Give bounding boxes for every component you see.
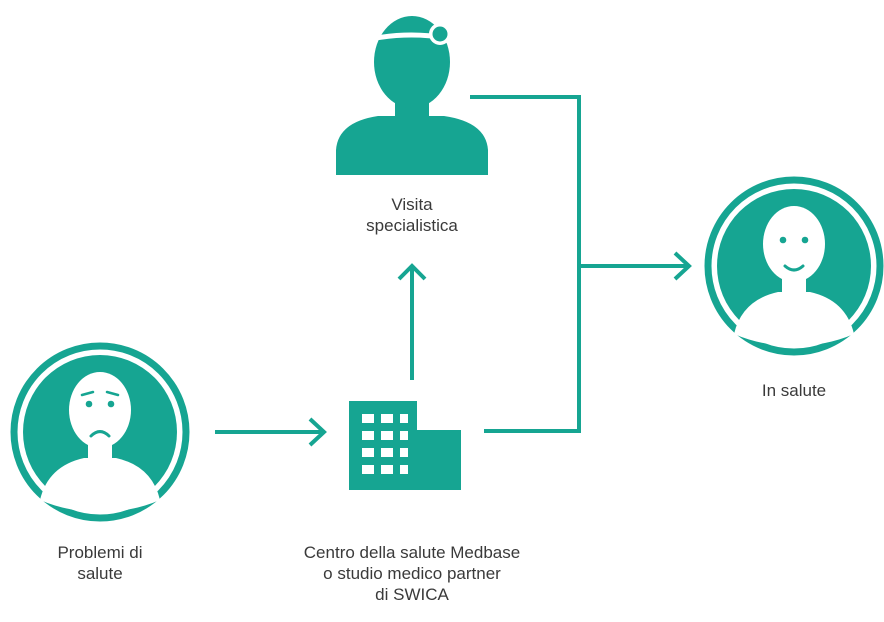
health-center-label: Centro della salute Medbase o studio med… xyxy=(272,542,552,605)
specialist-label-line-2: specialistica xyxy=(366,216,458,235)
arrow-to-specialist xyxy=(397,263,427,380)
building-icon xyxy=(349,401,461,490)
sick-patient-label-line-1: Problemi di xyxy=(57,543,143,562)
health-center-label-line-3: di SWICA xyxy=(375,585,449,604)
healthy-patient-label: In salute xyxy=(734,380,854,401)
sick-patient-label: Problemi di salute xyxy=(15,542,185,584)
health-center-label-line-1: Centro della salute Medbase xyxy=(303,543,521,562)
health-center-label-line-2: o studio medico partner xyxy=(323,564,501,583)
connector-lines xyxy=(470,95,692,433)
specialist-label: Visita specialistica xyxy=(347,194,477,236)
sick-patient-label-line-2: salute xyxy=(77,564,123,583)
healthy-patient-label-line-1: In salute xyxy=(761,381,827,400)
smiling-face-icon xyxy=(704,176,884,356)
doctor-icon xyxy=(336,16,488,175)
sad-face-icon xyxy=(10,342,190,522)
specialist-label-line-1: Visita xyxy=(391,195,433,214)
arrow-to-health-center xyxy=(215,417,327,447)
